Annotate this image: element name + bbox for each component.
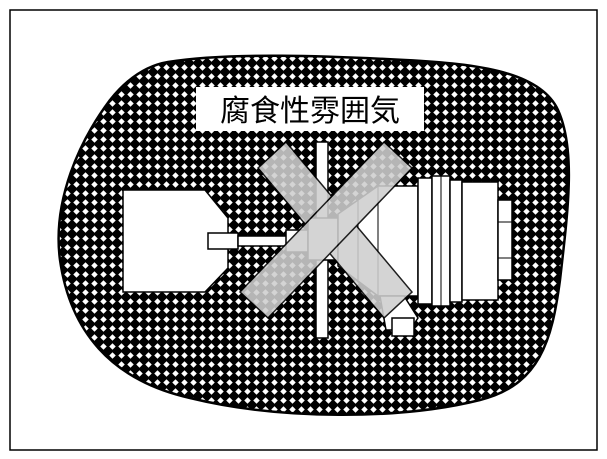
probe-tip — [207, 232, 239, 250]
corrosive-atmosphere-label: 腐食性雰囲気 — [220, 94, 400, 129]
tank-shape — [122, 189, 229, 293]
frame-border — [9, 9, 598, 451]
prohibition-x-mark — [238, 140, 414, 320]
probe-rod — [237, 235, 289, 247]
label-background — [196, 87, 424, 131]
